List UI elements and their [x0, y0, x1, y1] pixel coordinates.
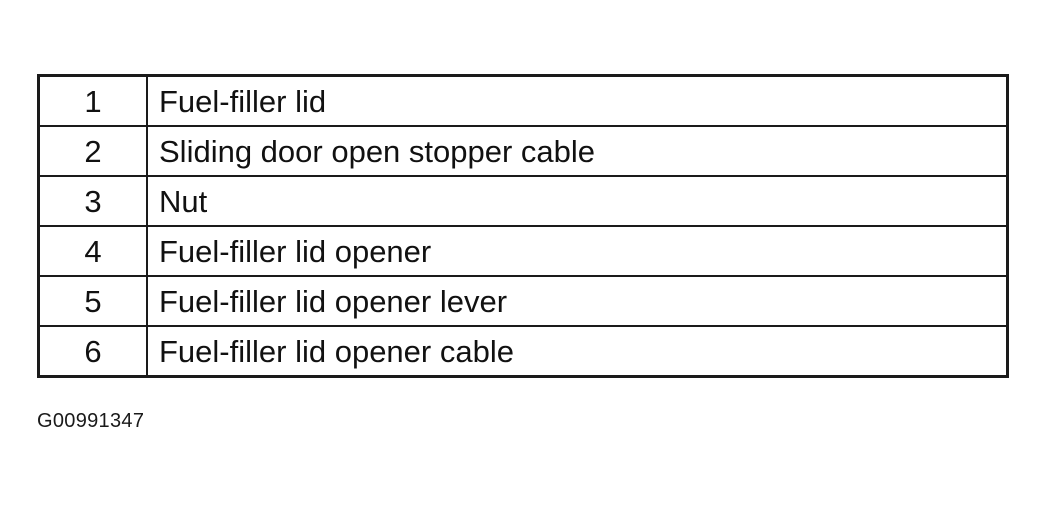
component-description: Sliding door open stopper cable	[146, 125, 1009, 177]
component-description: Fuel-filler lid opener lever	[146, 275, 1009, 327]
table-row: 1 Fuel-filler lid	[37, 74, 1009, 127]
table-row: 3 Nut	[37, 175, 1009, 227]
figure-id: G00991347	[37, 410, 145, 432]
table-row: 2 Sliding door open stopper cable	[37, 125, 1009, 177]
component-description: Fuel-filler lid	[146, 74, 1009, 127]
table-row: 6 Fuel-filler lid opener cable	[37, 325, 1009, 378]
table-row: 4 Fuel-filler lid opener	[37, 225, 1009, 277]
component-number: 2	[37, 125, 148, 177]
component-legend-table: 1 Fuel-filler lid 2 Sliding door open st…	[37, 74, 1009, 378]
component-number: 3	[37, 175, 148, 227]
table-row: 5 Fuel-filler lid opener lever	[37, 275, 1009, 327]
component-number: 6	[37, 325, 148, 378]
component-description: Nut	[146, 175, 1009, 227]
component-number: 1	[37, 74, 148, 127]
component-number: 4	[37, 225, 148, 277]
component-number: 5	[37, 275, 148, 327]
component-description: Fuel-filler lid opener cable	[146, 325, 1009, 378]
component-description: Fuel-filler lid opener	[146, 225, 1009, 277]
